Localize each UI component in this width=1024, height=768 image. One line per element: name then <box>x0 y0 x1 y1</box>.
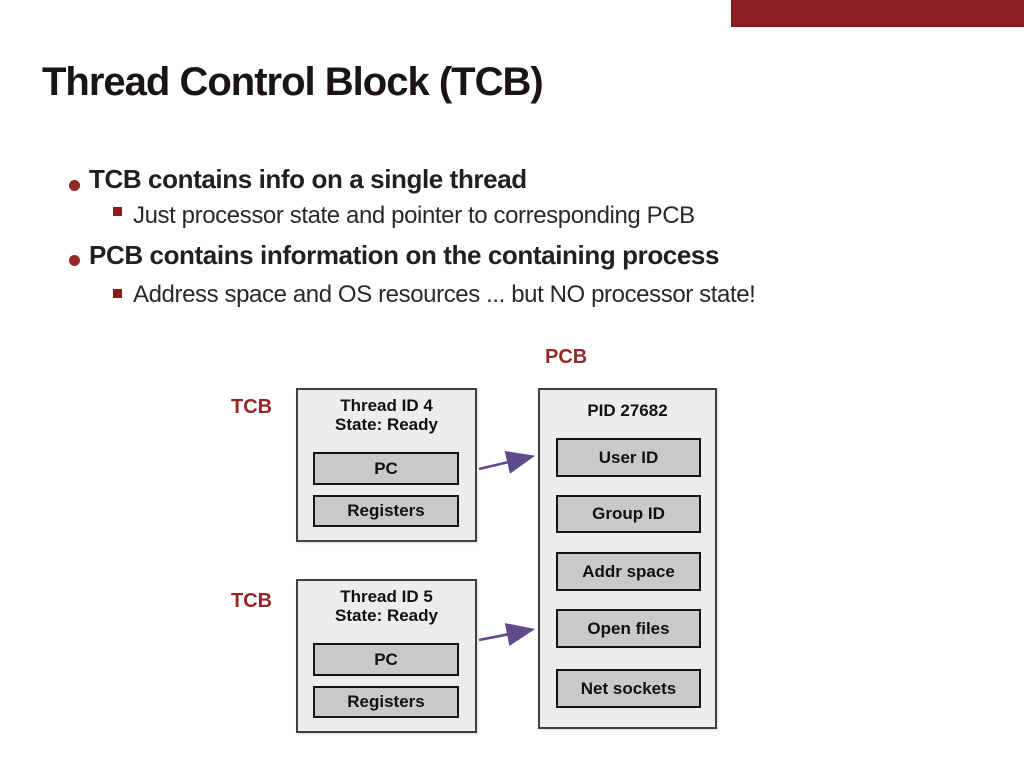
tcb1-box: Thread ID 4 State: Ready PC Registers <box>296 388 477 542</box>
bullet-square-icon <box>113 289 122 298</box>
pcb-group-id-box: Group ID <box>556 495 701 533</box>
tcb2-thread-id: Thread ID 5 <box>340 587 433 606</box>
bullet-dot-icon <box>69 255 80 266</box>
tcb-label-1: TCB <box>231 396 273 418</box>
tcb-label-2: TCB <box>231 590 273 612</box>
tcb2-to-pcb-arrow <box>478 623 536 646</box>
bullet-dot-icon <box>69 180 80 191</box>
tcb2-header: Thread ID 5 State: Ready <box>298 587 475 625</box>
bullet-line-3: PCB contains information on the containi… <box>89 240 720 270</box>
tcb1-state: State: Ready <box>335 415 438 434</box>
tcb1-header: Thread ID 4 State: Ready <box>298 396 475 434</box>
page-title: Thread Control Block (TCB) <box>42 60 544 104</box>
pcb-user-id-box: User ID <box>556 438 701 477</box>
tcb1-registers-box: Registers <box>313 495 459 527</box>
tcb1-to-pcb-arrow <box>478 450 536 474</box>
bullet-square-icon <box>113 207 122 216</box>
pcb-open-files-box: Open files <box>556 609 701 648</box>
bullet-line-4: Address space and OS resources ... but N… <box>133 281 756 308</box>
pcb-box: PID 27682 User ID Group ID Addr space Op… <box>538 388 717 729</box>
tcb1-thread-id: Thread ID 4 <box>340 396 433 415</box>
tcb2-pc-box: PC <box>313 643 459 676</box>
pcb-pid: PID 27682 <box>587 401 668 420</box>
bullet-line-2: Just processor state and pointer to corr… <box>133 202 695 229</box>
tcb2-registers-box: Registers <box>313 686 459 718</box>
pcb-net-sockets-box: Net sockets <box>556 669 701 708</box>
tcb2-box: Thread ID 5 State: Ready PC Registers <box>296 579 477 733</box>
tcb2-state: State: Ready <box>335 606 438 625</box>
slide-theme-bar <box>731 0 1024 27</box>
tcb1-pc-box: PC <box>313 452 459 485</box>
pcb-label: PCB <box>545 346 588 368</box>
bullet-line-1: TCB contains info on a single thread <box>89 164 527 194</box>
pcb-addr-space-box: Addr space <box>556 552 701 591</box>
